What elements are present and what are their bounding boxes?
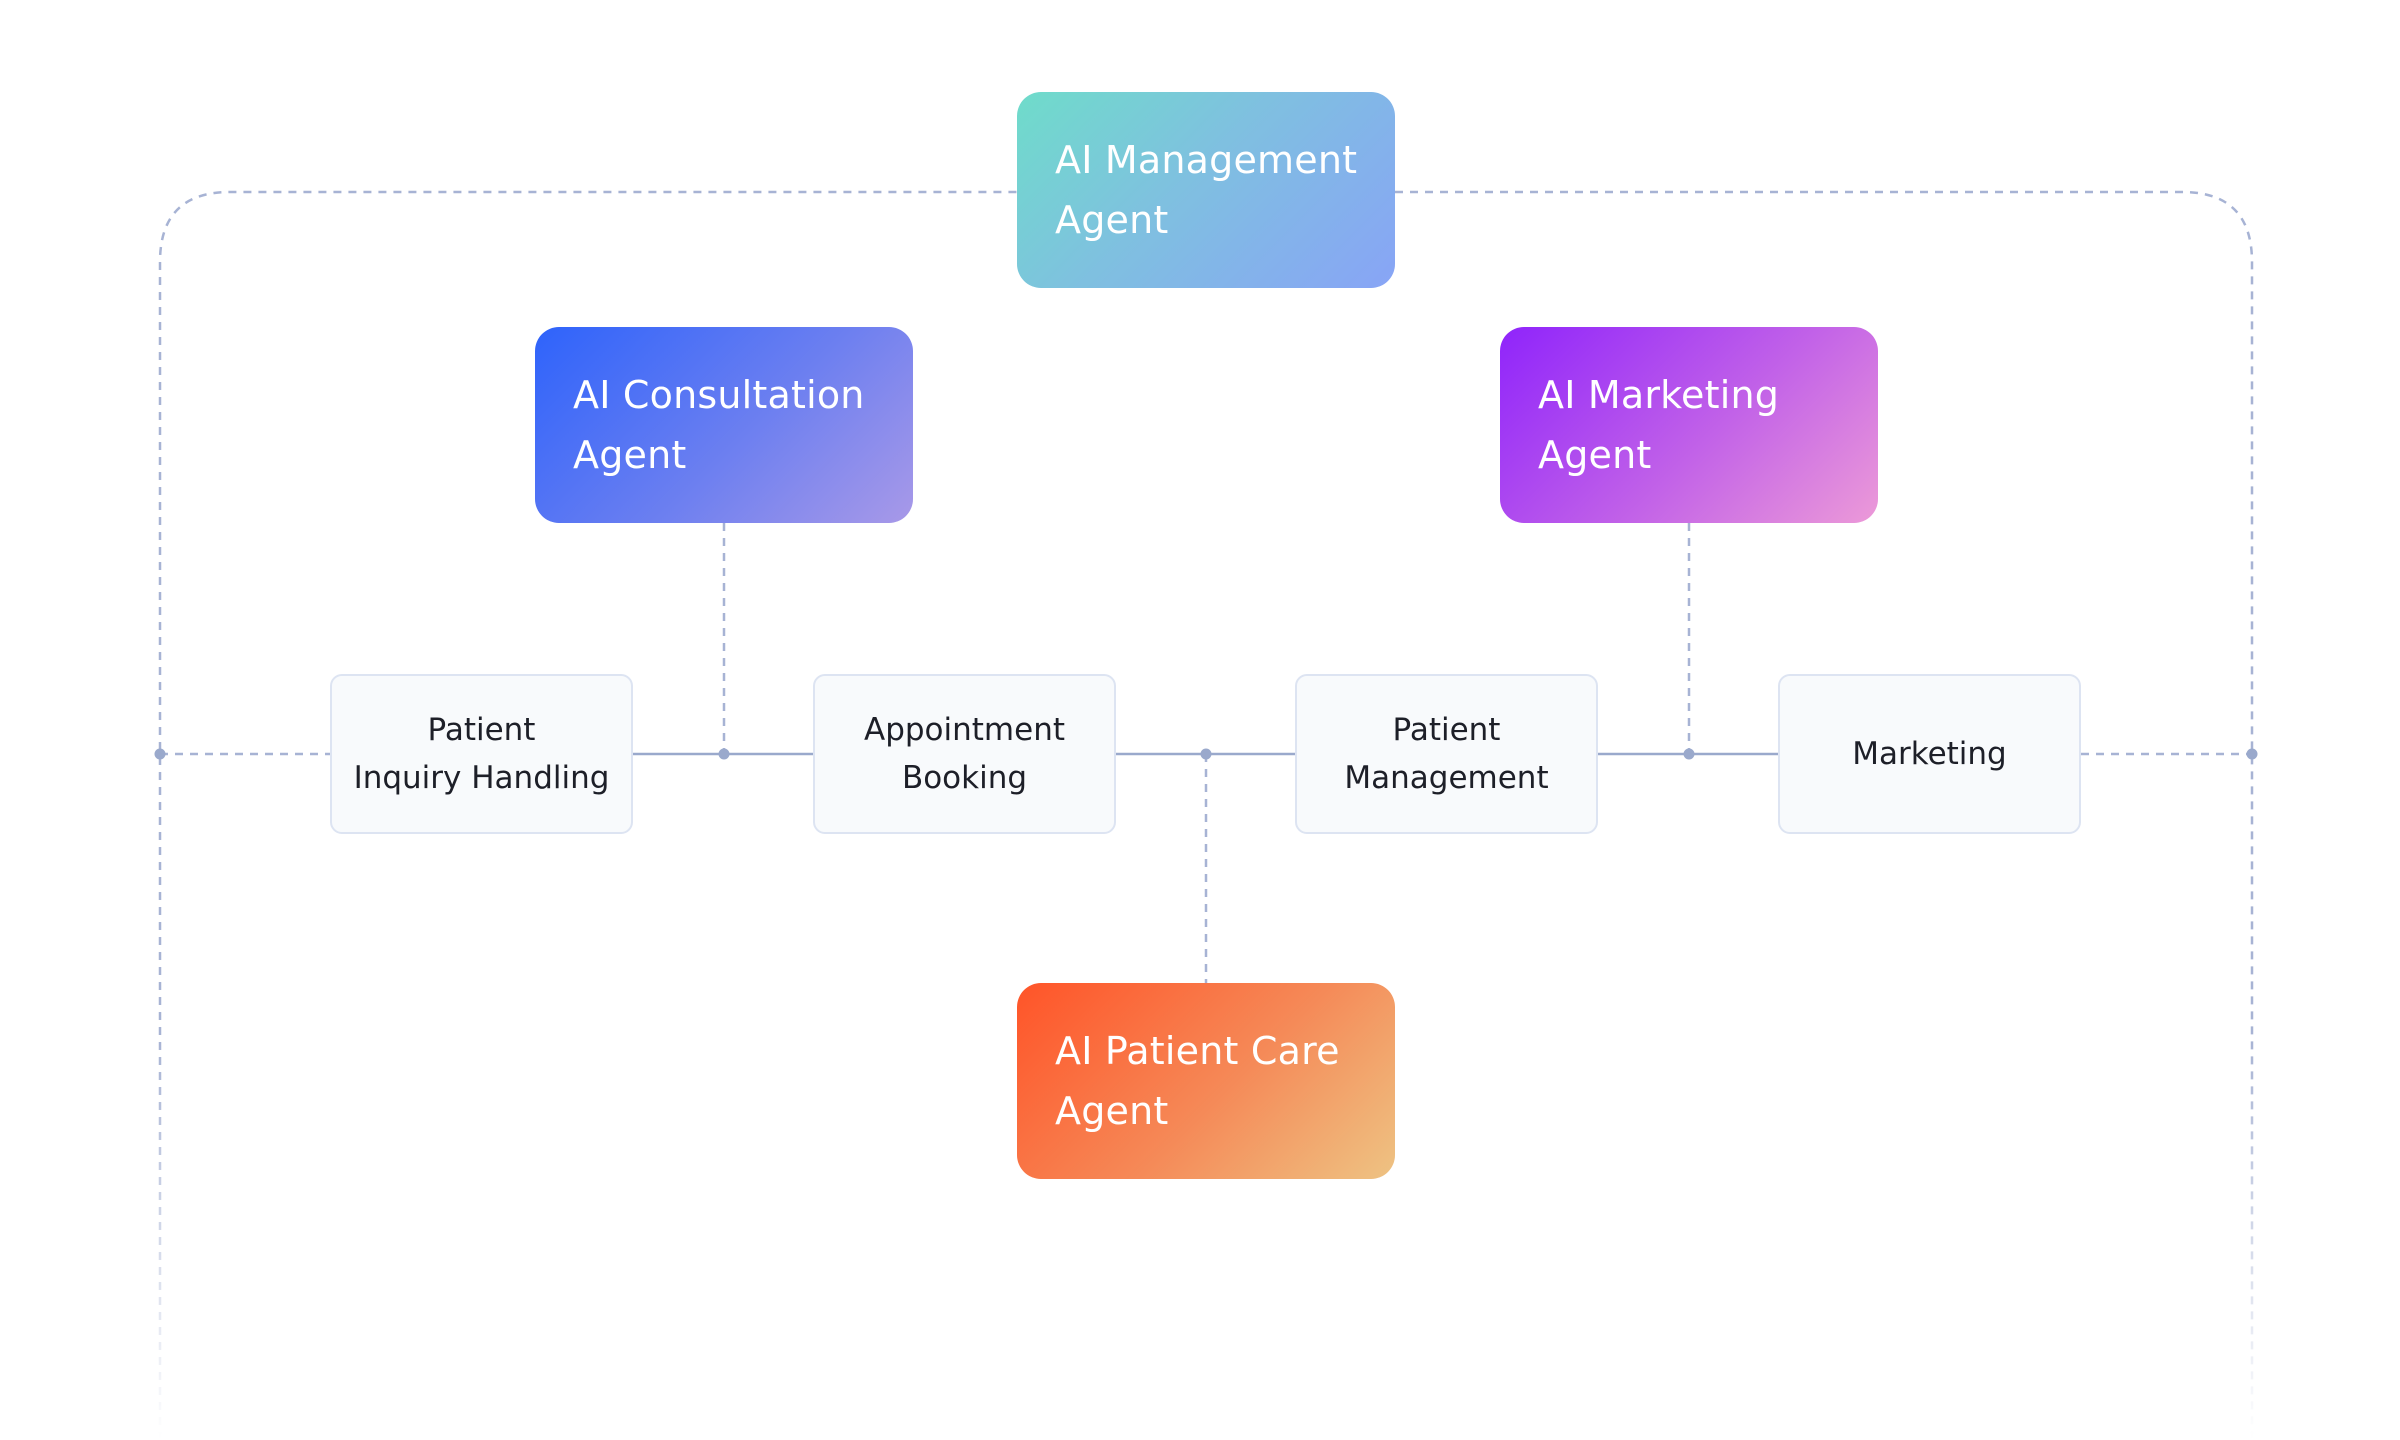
junction-dot-marketing (1683, 748, 1695, 760)
task-patient-management[interactable]: Patient Management (1295, 674, 1598, 834)
junction-dot-left (154, 748, 166, 760)
agent-title-line-1: AI Marketing (1538, 373, 1780, 417)
outer-dashed-frame (158, 190, 2254, 1440)
agent-title-line-1: AI Consultation (573, 373, 865, 417)
agent-title-line-2: Agent (1055, 198, 1169, 242)
ai-patient-care-agent-card[interactable]: AI Patient Care Agent (1017, 983, 1395, 1179)
ai-marketing-agent-card[interactable]: AI Marketing Agent (1500, 327, 1878, 523)
task-appointment-booking[interactable]: Appointment Booking (813, 674, 1116, 834)
ai-management-agent-card[interactable]: AI Management Agent (1017, 92, 1395, 288)
task-label-line-1: Appointment (863, 712, 1065, 748)
agent-title-line-2: Agent (1055, 1089, 1169, 1133)
junction-dot-right (2246, 748, 2258, 760)
junction-dot-patient-care (1200, 748, 1212, 760)
task-label-line-1: Patient (427, 712, 536, 748)
task-label-line-2: Management (1344, 760, 1549, 796)
task-patient-inquiry-handling[interactable]: Patient Inquiry Handling (330, 674, 633, 834)
task-label-line-1: Marketing (1852, 736, 2007, 772)
agent-title-line-1: AI Patient Care (1055, 1029, 1340, 1073)
task-marketing[interactable]: Marketing (1778, 674, 2081, 834)
ai-consultation-agent-card[interactable]: AI Consultation Agent (535, 327, 913, 523)
junction-dot-consultation (718, 748, 730, 760)
agent-title-line-2: Agent (573, 433, 687, 477)
agent-title-line-1: AI Management (1055, 138, 1358, 182)
agent-title-line-2: Agent (1538, 433, 1652, 477)
task-label-line-2: Booking (901, 760, 1028, 796)
task-label-line-1: Patient (1392, 712, 1501, 748)
task-label-line-2: Inquiry Handling (353, 760, 610, 796)
